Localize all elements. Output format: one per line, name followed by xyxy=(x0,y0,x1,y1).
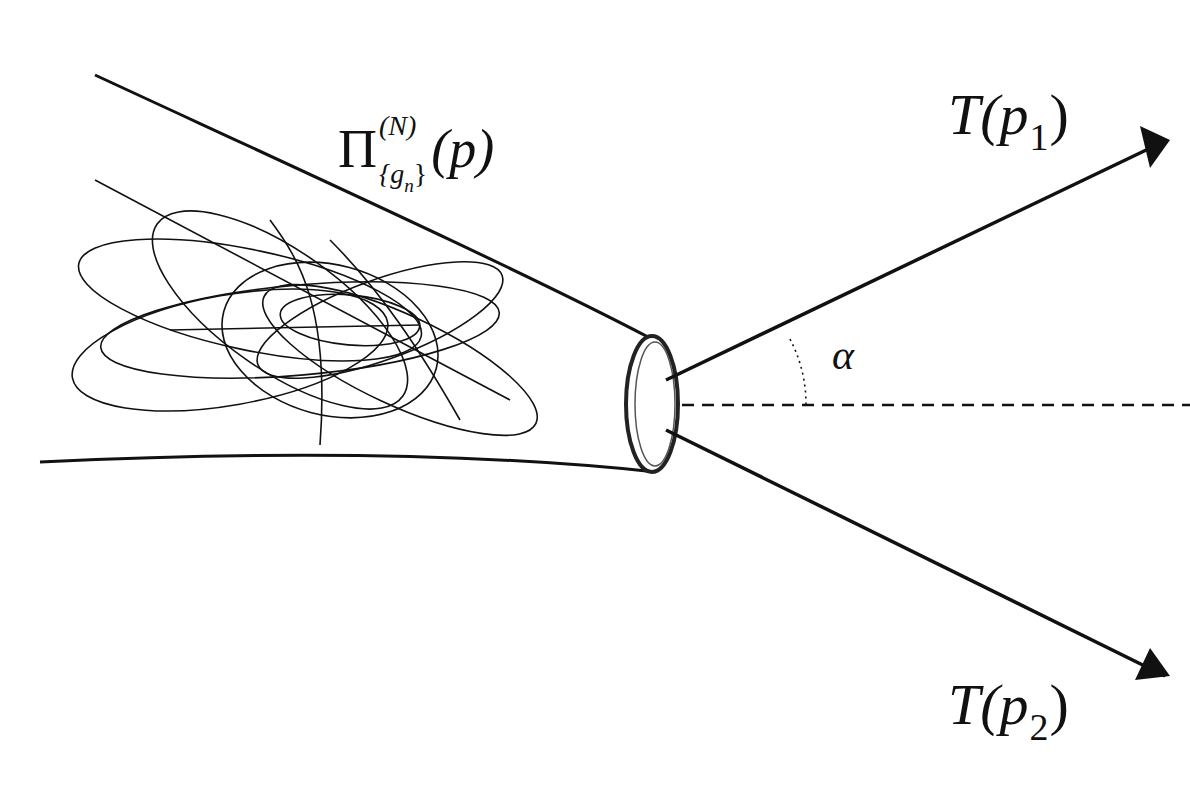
symbol-pi: Π xyxy=(338,122,377,176)
angle-arc xyxy=(790,339,806,405)
tube-bottom-edge xyxy=(40,455,656,472)
momentum-index: 1 xyxy=(1030,118,1049,156)
tube-end-cap xyxy=(626,336,678,472)
subscript-index: n xyxy=(404,176,414,195)
subscript: {g xyxy=(379,160,404,188)
momentum-index: 2 xyxy=(1030,708,1049,746)
tube-end-cap-inner xyxy=(635,342,675,466)
momentum-label: ) xyxy=(1050,86,1069,144)
momentum-label: T(p xyxy=(948,676,1029,734)
axis-dashed-line xyxy=(682,404,1190,407)
momentum-label: T(p xyxy=(948,86,1029,144)
argument: (p) xyxy=(431,122,494,176)
momentum-arrow xyxy=(666,141,1165,380)
momentum-arrow xyxy=(666,430,1165,676)
arrow-head xyxy=(1135,648,1170,680)
angle-label: α xyxy=(832,334,854,376)
loop-scribbles xyxy=(63,175,555,464)
subscript: } xyxy=(414,160,427,188)
superscript: (N) xyxy=(379,112,416,140)
momentum-label: ) xyxy=(1050,676,1069,734)
arrow-head xyxy=(1140,126,1170,168)
